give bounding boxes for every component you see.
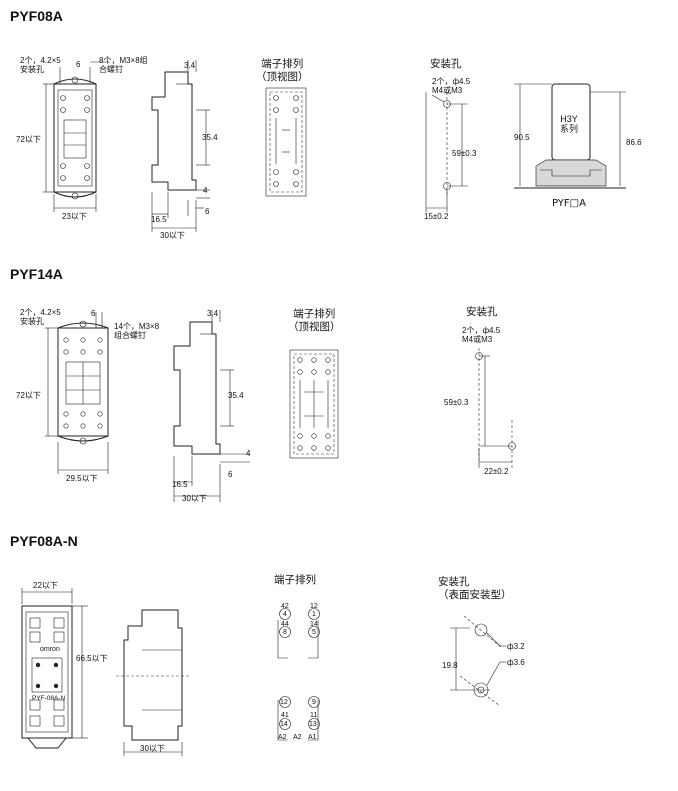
pyf14a-terminal-layout bbox=[289, 349, 339, 459]
pyf14a-width-dim: 29.5以下 bbox=[66, 474, 98, 483]
pyf14a-side-dim-4: 4 bbox=[246, 449, 251, 458]
pin-label: 8 bbox=[283, 629, 287, 636]
pin-label: 9 bbox=[312, 699, 316, 706]
pyf08a-side-dim-4: 4 bbox=[203, 186, 208, 195]
omron-logo-text: omron bbox=[40, 646, 60, 653]
pin-label: 12 bbox=[280, 699, 288, 706]
pin-label: A2 bbox=[293, 734, 302, 741]
pyf14a-side-dim-16-5: 16.5 bbox=[172, 480, 188, 489]
pyf08a-n-front-view bbox=[21, 588, 88, 749]
pyf08a-mount-title: 安装孔 bbox=[430, 58, 462, 70]
pyf08a-n-terminal-title: 端子排列 bbox=[274, 574, 316, 586]
pin-label: 4 bbox=[283, 611, 287, 618]
pyf08a-mount-hole-spec: 2个，ф4.5 M4或M3 bbox=[432, 77, 471, 95]
pyf08a-screw-note: 8个，M3×8组 合螺钉 bbox=[99, 56, 148, 74]
pyf08a-side-dim-3-4: 3.4 bbox=[184, 61, 196, 70]
pyf14a-mounting-holes bbox=[475, 348, 516, 470]
pyf08a-terminal-title: 端子排列 （顶视图） bbox=[256, 58, 309, 83]
pyf14a-mount-title: 安装孔 bbox=[466, 306, 498, 318]
section-title-pyf08a-n: PYF08A-N bbox=[10, 533, 78, 549]
pyf14a-mount-hole-note: 2个，4.2×5 安装孔 bbox=[20, 308, 61, 326]
pyf14a-side-width-dim: 30以下 bbox=[182, 494, 207, 503]
pin-label: 5 bbox=[312, 629, 316, 636]
pin-label: 14 bbox=[310, 621, 318, 628]
pin-label: 11 bbox=[310, 712, 318, 719]
h3y-height-90-5: 90.5 bbox=[514, 133, 530, 142]
pyf08a-n-height-dim: 66.5以下 bbox=[76, 654, 108, 663]
pyf14a-side-dim-35-4: 35.4 bbox=[228, 391, 244, 400]
pyf14a-screw-note: 14个，M3×8 组合螺钉 bbox=[114, 322, 160, 340]
pyf08a-terminal-layout bbox=[265, 87, 307, 197]
pyf14a-mount-offset: 22±0.2 bbox=[484, 467, 509, 476]
pyf08a-n-hole-dia-3-2: ф3.2 bbox=[507, 642, 525, 651]
pyf08a-side-view bbox=[151, 60, 210, 232]
pyf08a-n-side-width-dim: 30以下 bbox=[140, 744, 165, 753]
pin-label: 44 bbox=[281, 621, 289, 628]
pyf08a-side-dim-35-4: 35.4 bbox=[202, 133, 218, 142]
pin-label: 1 bbox=[312, 611, 316, 618]
pyf14a-side-dim-6: 6 bbox=[228, 470, 233, 479]
pin-label: 42 bbox=[281, 603, 289, 610]
pyf08a-n-hole-dia-3-6: ф3.6 bbox=[507, 658, 525, 667]
section-title-pyf14a: PYF14A bbox=[10, 266, 63, 282]
h3y-relay-label: H3Y 系列 bbox=[560, 114, 579, 134]
pin-label: 12 bbox=[310, 603, 318, 610]
pyf14a-side-view bbox=[173, 310, 250, 502]
pyf08a-n-width-dim: 22以下 bbox=[33, 581, 58, 590]
pyf08a-mount-offset: 15±0.2 bbox=[424, 212, 449, 221]
pyf08a-height-dim: 72以下 bbox=[16, 135, 41, 144]
pyf08a-side-dim-6: 6 bbox=[205, 207, 210, 216]
h3y-height-86-6: 86.6 bbox=[626, 138, 642, 147]
pyf08a-side-dim-16-5: 16.5 bbox=[151, 215, 167, 224]
pyf14a-height-dim: 72以下 bbox=[16, 391, 41, 400]
pin-label: 41 bbox=[281, 712, 289, 719]
pyf08a-mount-pitch: 59±0.3 bbox=[452, 149, 477, 158]
pyf14a-front-view bbox=[45, 312, 109, 474]
pyf08a-front-view bbox=[43, 61, 110, 212]
pyf08a-n-model-text: PYF-08A-N bbox=[32, 695, 66, 702]
pyf08a-n-mounting-holes bbox=[450, 615, 506, 707]
pyf08a-side-width-dim: 30以下 bbox=[160, 231, 185, 240]
pyf08a-n-terminal-layout bbox=[277, 608, 320, 741]
pin-label: A2 bbox=[278, 734, 287, 741]
pyf08a-front-dim-6: 6 bbox=[76, 60, 81, 69]
h3y-socket-label: PYF□A bbox=[552, 198, 586, 209]
pyf08a-n-mount-title: 安装孔 （表面安装型） bbox=[438, 576, 512, 601]
pyf14a-side-dim-3-4: 3.4 bbox=[207, 309, 219, 318]
pyf14a-mount-pitch: 59±0.3 bbox=[444, 398, 469, 407]
pin-label: 14 bbox=[280, 721, 288, 728]
pyf14a-front-dim-6: 6 bbox=[91, 309, 96, 318]
pyf08a-width-dim: 23以下 bbox=[62, 212, 87, 221]
pyf14a-terminal-title: 端子排列 （顶视图） bbox=[288, 308, 341, 333]
pyf08a-n-side-view bbox=[116, 609, 190, 756]
section-title-pyf08a: PYF08A bbox=[10, 8, 63, 24]
pyf08a-mount-hole-note: 2个，4.2×5 安装孔 bbox=[20, 56, 61, 74]
pyf14a-mount-hole-spec: 2个，ф4.5 M4或M3 bbox=[462, 326, 501, 344]
h3y-relay-on-socket bbox=[514, 83, 626, 189]
pin-label: 13 bbox=[309, 721, 317, 728]
pyf08a-n-mount-pitch: 19.8 bbox=[442, 661, 458, 670]
pin-label: A1 bbox=[308, 734, 317, 741]
pyf08a-mounting-holes bbox=[425, 92, 468, 212]
